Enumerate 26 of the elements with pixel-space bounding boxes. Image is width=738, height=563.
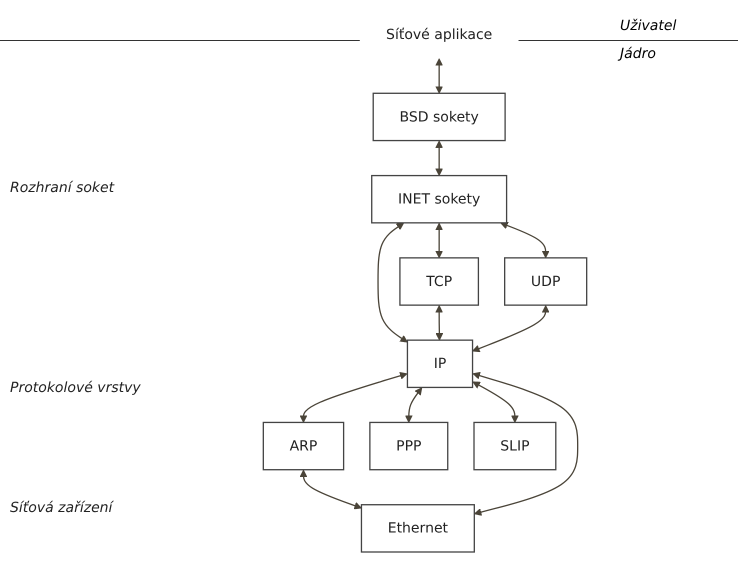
node-box: INET sokety — [371, 174, 508, 224]
arrow — [472, 305, 550, 352]
zone-label: Uživatel — [620, 18, 676, 34]
arrow — [404, 387, 422, 423]
arrow — [472, 381, 519, 423]
layer-label: Protokolové vrstvy — [10, 380, 141, 396]
layer-label: Rozhraní soket — [10, 180, 114, 196]
zone-label: Jádro — [620, 46, 656, 62]
layer-label: Síťová zařízení — [10, 500, 112, 516]
node-box: Ethernet — [360, 504, 475, 553]
arrow — [435, 58, 444, 94]
node-box: SLIP — [473, 422, 556, 470]
node-box: ARP — [262, 422, 344, 470]
node-box: UDP — [504, 257, 588, 306]
arrow — [472, 372, 578, 516]
arrow — [377, 222, 408, 343]
node-box: PPP — [369, 422, 448, 470]
arrow — [435, 140, 444, 176]
arrow — [300, 372, 408, 423]
node-box: TCP — [399, 257, 480, 306]
arrow — [500, 222, 550, 258]
arrow — [435, 222, 444, 258]
node-box: IP — [406, 340, 474, 388]
node-box: BSD sokety — [372, 92, 506, 142]
arrow — [300, 470, 362, 510]
arrow — [435, 305, 444, 340]
